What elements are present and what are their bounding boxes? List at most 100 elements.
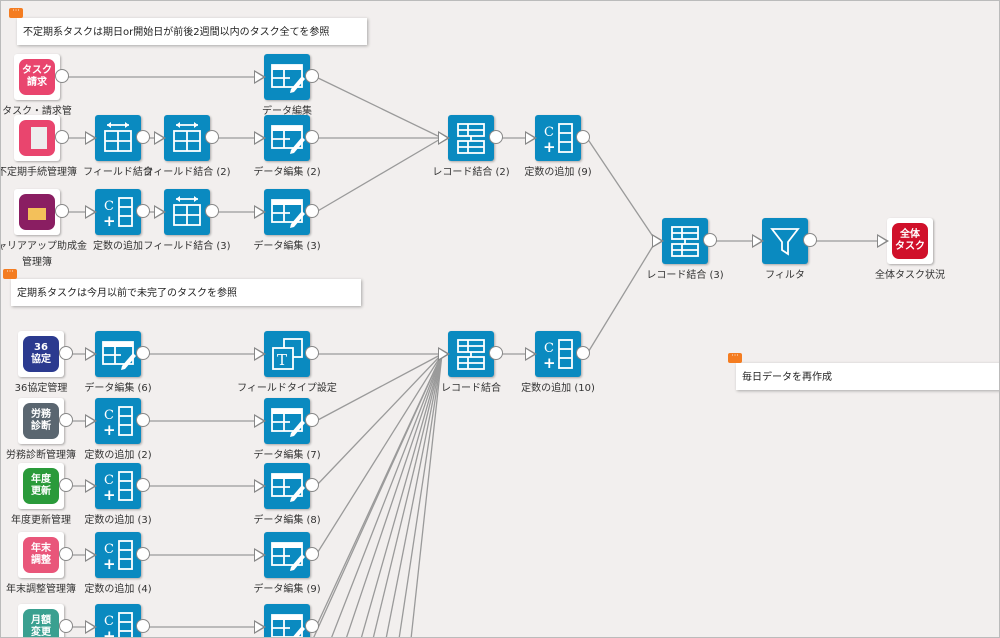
node-c4[interactable]: C+定数の追加 (4) bbox=[84, 532, 152, 595]
output-port[interactable] bbox=[489, 346, 503, 360]
input-port[interactable] bbox=[254, 205, 266, 219]
input-port[interactable] bbox=[752, 234, 764, 248]
input-port[interactable] bbox=[254, 347, 266, 361]
output-port[interactable] bbox=[205, 130, 219, 144]
input-port[interactable] bbox=[652, 234, 664, 248]
output-port[interactable] bbox=[136, 619, 150, 633]
app-icon: 月額 変更 bbox=[23, 609, 59, 637]
output-port[interactable] bbox=[576, 130, 590, 144]
node-fj2[interactable]: フィールド結合 (2) bbox=[143, 115, 231, 178]
node-fj1[interactable]: フィールド結合 bbox=[83, 115, 153, 178]
node-sgetsu[interactable]: 月額 変更 bbox=[18, 604, 73, 637]
output-port[interactable] bbox=[305, 478, 319, 492]
node-c1[interactable]: C+定数の追加 bbox=[85, 189, 150, 252]
comment-daily-rebuild[interactable]: ··· 毎日データを再作成 bbox=[728, 352, 999, 390]
node-c2[interactable]: C+定数の追加 (2) bbox=[84, 398, 152, 461]
node-c3[interactable]: C+定数の追加 (3) bbox=[84, 463, 152, 526]
output-port[interactable] bbox=[305, 619, 319, 633]
node-de9[interactable]: データ編集 (9) bbox=[253, 532, 321, 595]
output-port[interactable] bbox=[803, 233, 817, 247]
input-port[interactable] bbox=[254, 620, 266, 634]
output-port[interactable] bbox=[59, 547, 73, 561]
input-port[interactable] bbox=[254, 479, 266, 493]
output-port[interactable] bbox=[305, 413, 319, 427]
output-port[interactable] bbox=[55, 130, 69, 144]
output-port[interactable] bbox=[55, 204, 69, 218]
record-join-icon bbox=[457, 123, 485, 154]
input-port[interactable] bbox=[254, 131, 266, 145]
node-de10[interactable] bbox=[254, 604, 319, 637]
node-src3[interactable]: キャリアアップ助成金管理簿 bbox=[1, 189, 87, 268]
node-fj3[interactable]: フィールド結合 (3) bbox=[143, 189, 231, 252]
node-de1[interactable]: データ編集 bbox=[254, 54, 319, 117]
input-port[interactable] bbox=[85, 479, 97, 493]
node-sro[interactable]: 労務 診断労務診断管理簿 bbox=[6, 398, 76, 461]
input-port[interactable] bbox=[254, 414, 266, 428]
node-label: レコード結合 (3) bbox=[646, 270, 724, 281]
input-port[interactable] bbox=[525, 131, 537, 145]
input-port[interactable] bbox=[877, 234, 889, 248]
input-port[interactable] bbox=[85, 414, 97, 428]
comment-irregular-tasks[interactable]: ··· 不定期系タスクは期日or開始日が前後2週間以内のタスク全てを参照 bbox=[9, 7, 367, 45]
node-src2[interactable]: 不定期手続管理簿 bbox=[1, 115, 77, 178]
input-port[interactable] bbox=[85, 131, 97, 145]
node-rj3[interactable]: レコード結合 (3) bbox=[646, 218, 724, 281]
comment-regular-tasks[interactable]: ··· 定期系タスクは今月以前で未完了のタスクを参照 bbox=[3, 268, 361, 306]
node-rj2[interactable]: レコード結合 (2) bbox=[432, 115, 510, 178]
input-port[interactable] bbox=[438, 131, 450, 145]
node-de7[interactable]: データ編集 (7) bbox=[253, 398, 321, 461]
output-port[interactable] bbox=[136, 478, 150, 492]
input-port[interactable] bbox=[154, 131, 166, 145]
node-label: 36協定管理 bbox=[14, 383, 68, 394]
app-icon: 年末 調整 bbox=[23, 537, 59, 573]
output-port[interactable] bbox=[136, 204, 150, 218]
input-port[interactable] bbox=[438, 347, 450, 361]
input-port[interactable] bbox=[85, 205, 97, 219]
output-port[interactable] bbox=[59, 346, 73, 360]
input-port[interactable] bbox=[85, 620, 97, 634]
node-c10[interactable]: C+定数の追加 (10) bbox=[521, 331, 595, 394]
node-c5[interactable]: C+ bbox=[85, 604, 150, 637]
output-port[interactable] bbox=[305, 346, 319, 360]
input-port[interactable] bbox=[85, 347, 97, 361]
output-port[interactable] bbox=[136, 130, 150, 144]
node-de6[interactable]: データ編集 (6) bbox=[84, 331, 152, 394]
node-snen[interactable]: 年度 更新年度更新管理 bbox=[11, 463, 73, 526]
output-port[interactable] bbox=[59, 619, 73, 633]
output-port[interactable] bbox=[136, 547, 150, 561]
node-label: フィールドタイプ設定 bbox=[237, 383, 337, 394]
output-port[interactable] bbox=[703, 233, 717, 247]
node-c9[interactable]: C+定数の追加 (9) bbox=[524, 115, 592, 178]
node-de8[interactable]: データ編集 (8) bbox=[253, 463, 321, 526]
node-src1[interactable]: タスク 請求タスク・請求管 bbox=[2, 54, 72, 117]
output-port[interactable] bbox=[59, 478, 73, 492]
node-smatsu[interactable]: 年末 調整年末調整管理簿 bbox=[6, 532, 76, 595]
output-port[interactable] bbox=[489, 130, 503, 144]
node-de3[interactable]: データ編集 (3) bbox=[253, 189, 321, 252]
output-port[interactable] bbox=[205, 204, 219, 218]
output-port[interactable] bbox=[136, 413, 150, 427]
svg-text:C: C bbox=[104, 473, 114, 488]
input-port[interactable] bbox=[85, 548, 97, 562]
node-filter[interactable]: フィルタ bbox=[752, 218, 817, 281]
input-port[interactable] bbox=[254, 548, 266, 562]
output-port[interactable] bbox=[305, 130, 319, 144]
input-port[interactable] bbox=[254, 70, 266, 84]
output-port[interactable] bbox=[59, 413, 73, 427]
svg-text:+: + bbox=[103, 555, 116, 573]
output-port[interactable] bbox=[305, 204, 319, 218]
node-rj[interactable]: レコード結合 bbox=[438, 331, 503, 394]
input-port[interactable] bbox=[154, 205, 166, 219]
node-out[interactable]: 全体 タスク全体タスク状況 bbox=[875, 218, 945, 281]
node-label: データ編集 (9) bbox=[253, 584, 321, 595]
output-port[interactable] bbox=[136, 346, 150, 360]
output-port[interactable] bbox=[576, 346, 590, 360]
output-port[interactable] bbox=[55, 69, 69, 83]
output-port[interactable] bbox=[305, 547, 319, 561]
input-port[interactable] bbox=[525, 347, 537, 361]
node-de2[interactable]: データ編集 (2) bbox=[253, 115, 321, 178]
output-port[interactable] bbox=[305, 69, 319, 83]
